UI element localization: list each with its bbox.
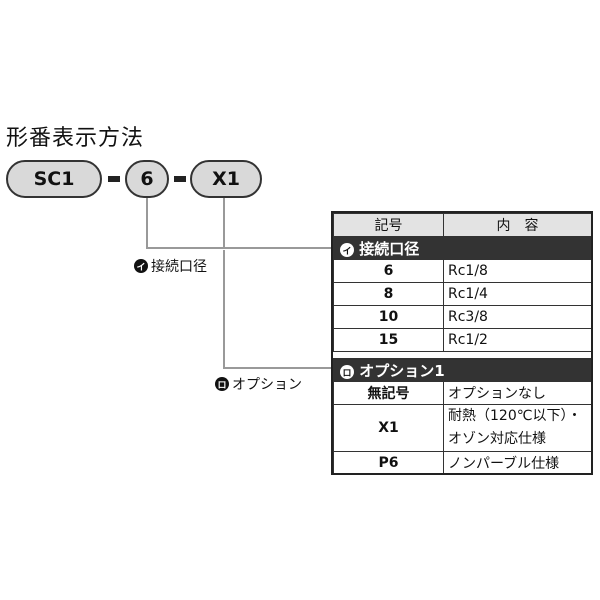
row-value: オプションなし: [443, 381, 592, 405]
legend-option: ロ オプション: [215, 374, 302, 394]
separator-dash: [174, 176, 186, 182]
table-row: 6 Rc1/8: [333, 259, 592, 283]
row-value: Rc1/2: [443, 328, 592, 352]
row-code: 8: [333, 282, 444, 306]
table-row: 無記号 オプションなし: [333, 381, 592, 405]
table-row: X1 耐熱（120℃以下）・ オゾン対応仕様: [333, 404, 592, 452]
port-badge-icon: イ: [134, 259, 148, 273]
port-section-title: 接続口径: [359, 239, 420, 258]
section-header-option: ロ オプション1: [333, 358, 592, 382]
row-value-line-1: 耐熱（120℃以下）・: [448, 408, 582, 424]
table-row: 15 Rc1/2: [333, 328, 592, 352]
legend-port-label: 接続口径: [151, 259, 207, 275]
row-value: Rc3/8: [443, 305, 592, 329]
row-value: Rc1/8: [443, 259, 592, 283]
port-code-pill: 6: [125, 160, 169, 198]
series-code-pill: SC1: [6, 160, 102, 198]
page-title: 形番表示方法: [6, 126, 145, 151]
row-value-line-2: オゾン対応仕様: [448, 431, 546, 447]
row-code: 無記号: [333, 381, 444, 405]
spec-table: 記号 内 容 イ 接続口径 6 Rc1/8 8 Rc1/4 10 Rc3/8 1…: [333, 213, 592, 352]
header-code: 記号: [333, 213, 444, 237]
section-header-port: イ 接続口径: [333, 236, 592, 260]
option-code-pill: X1: [190, 160, 262, 198]
row-value: Rc1/4: [443, 282, 592, 306]
option-table: ロ オプション1 無記号 オプションなし X1 耐熱（120℃以下）・ オゾン対…: [333, 358, 592, 475]
row-value: ノンパーブル仕様: [443, 451, 592, 475]
row-code: 10: [333, 305, 444, 329]
row-code: 15: [333, 328, 444, 352]
table-row: P6 ノンパーブル仕様: [333, 451, 592, 475]
option-section-title: オプション1: [359, 361, 445, 380]
legend-port: イ 接続口径: [134, 256, 207, 276]
row-value: 耐熱（120℃以下）・ オゾン対応仕様: [443, 404, 592, 452]
option-badge-icon: ロ: [215, 377, 229, 391]
row-code: P6: [333, 451, 444, 475]
option-section-badge-icon: ロ: [340, 365, 354, 379]
table-row: 10 Rc3/8: [333, 305, 592, 329]
header-content: 内 容: [443, 213, 592, 237]
row-code: 6: [333, 259, 444, 283]
row-code: X1: [333, 404, 444, 452]
table-header-row: 記号 内 容: [333, 213, 592, 237]
table-row: 8 Rc1/4: [333, 282, 592, 306]
legend-option-label: オプション: [232, 377, 302, 393]
separator-dash: [108, 176, 120, 182]
port-section-badge-icon: イ: [340, 243, 354, 257]
